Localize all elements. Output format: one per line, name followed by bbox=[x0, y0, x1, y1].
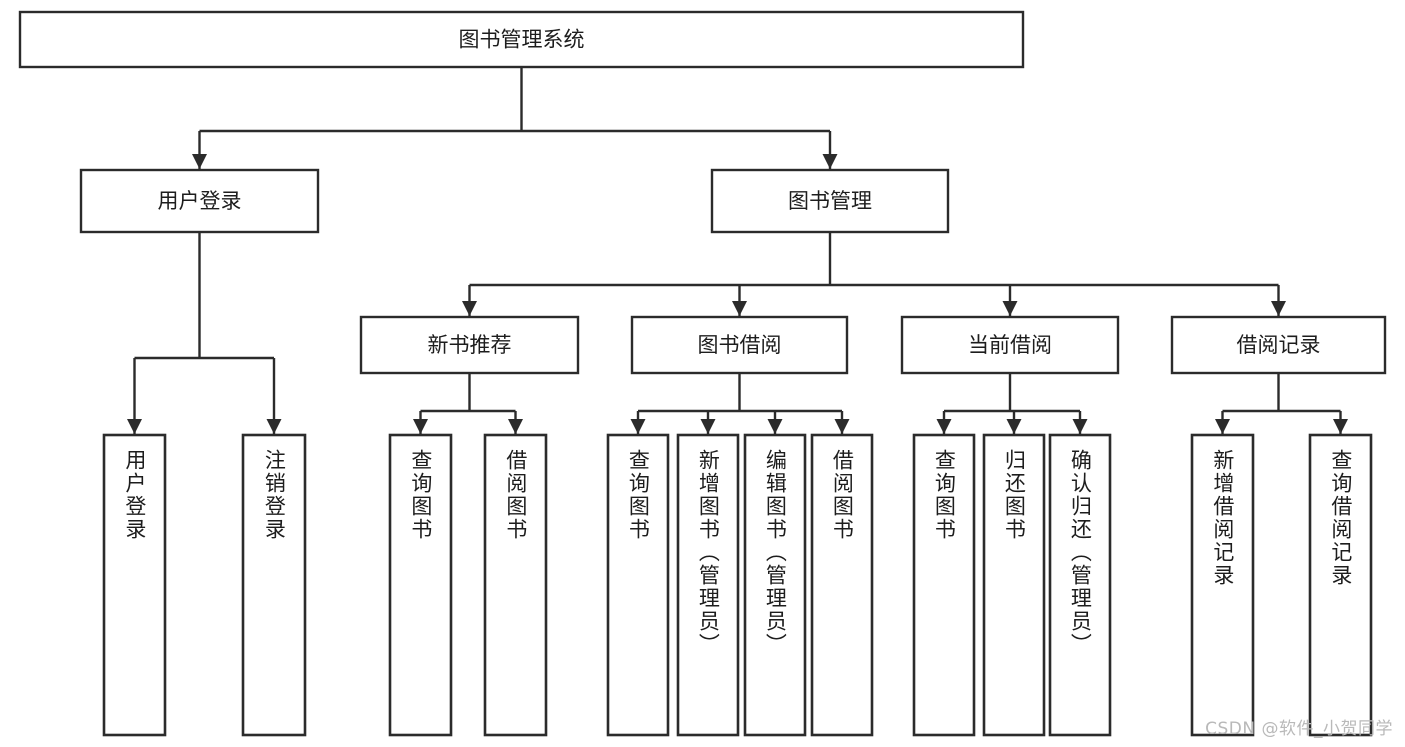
connector-group-new-book-rec bbox=[413, 373, 523, 434]
arrow-head-icon bbox=[1002, 301, 1018, 316]
node-box-leaf-query-book-1 bbox=[388, 433, 453, 737]
arrow-head-icon bbox=[1271, 301, 1286, 316]
node-box-leaf-borrow-book-2 bbox=[810, 433, 874, 737]
node-leaf-query-book-2[interactable] bbox=[606, 433, 670, 737]
arrow-head-icon bbox=[192, 154, 207, 169]
node-box-leaf-query-book-2 bbox=[606, 433, 670, 737]
node-box-book-borrow bbox=[630, 315, 849, 375]
connector-group-root bbox=[192, 67, 838, 169]
connector-group-user-login bbox=[127, 232, 282, 434]
arrow-head-icon bbox=[1215, 419, 1230, 434]
node-leaf-query-book-1[interactable] bbox=[388, 433, 453, 737]
node-label-user-login: 用户登录 bbox=[158, 189, 242, 213]
arrow-head-icon bbox=[462, 301, 477, 316]
connector-group-book-borrow bbox=[630, 373, 850, 434]
watermark-text: CSDN @软件_小贺同学 bbox=[1205, 719, 1393, 739]
arrow-head-icon bbox=[1333, 419, 1348, 434]
node-leaf-add-book[interactable] bbox=[676, 433, 740, 737]
node-box-book-manage bbox=[710, 168, 950, 234]
node-box-leaf-edit-book bbox=[743, 433, 807, 737]
arrow-head-icon bbox=[732, 301, 747, 316]
node-label-book-manage: 图书管理 bbox=[788, 189, 872, 213]
node-box-leaf-borrow-book-1 bbox=[483, 433, 548, 737]
connector-group-borrow-record bbox=[1215, 373, 1348, 434]
node-borrow-record[interactable]: 借阅记录 bbox=[1170, 315, 1387, 375]
arrow-head-icon bbox=[508, 419, 523, 434]
node-label-current-borrow: 当前借阅 bbox=[968, 333, 1052, 357]
node-box-leaf-query-record bbox=[1308, 433, 1373, 737]
node-box-leaf-user-login bbox=[102, 433, 167, 737]
node-leaf-edit-book[interactable] bbox=[743, 433, 807, 737]
arrow-head-icon bbox=[266, 419, 282, 434]
node-user-login[interactable]: 用户登录 bbox=[79, 168, 320, 234]
arrow-head-icon bbox=[630, 419, 646, 434]
node-book-manage[interactable]: 图书管理 bbox=[710, 168, 950, 234]
node-box-leaf-add-book bbox=[676, 433, 740, 737]
connector-group-book-manage bbox=[462, 232, 1286, 316]
node-box-leaf-confirm-return bbox=[1048, 433, 1112, 737]
connector-layer bbox=[127, 67, 1348, 434]
arrow-head-icon bbox=[1072, 419, 1088, 434]
node-box-leaf-add-record bbox=[1190, 433, 1255, 737]
node-label-new-book-rec: 新书推荐 bbox=[428, 333, 512, 357]
node-leaf-user-login[interactable] bbox=[102, 433, 167, 737]
node-leaf-add-record[interactable] bbox=[1190, 433, 1255, 737]
connector-group-current-borrow bbox=[936, 373, 1088, 434]
node-label-borrow-record: 借阅记录 bbox=[1237, 333, 1321, 357]
node-leaf-borrow-book-2[interactable] bbox=[810, 433, 874, 737]
node-leaf-borrow-book-1[interactable] bbox=[483, 433, 548, 737]
node-box-leaf-user-logout bbox=[241, 433, 307, 737]
node-leaf-return-book[interactable] bbox=[982, 433, 1046, 737]
node-label-book-borrow: 图书借阅 bbox=[698, 333, 782, 357]
arrow-head-icon bbox=[767, 419, 783, 434]
node-root[interactable]: 图书管理系统 bbox=[18, 10, 1025, 69]
arrow-head-icon bbox=[413, 419, 428, 434]
node-leaf-user-logout[interactable] bbox=[241, 433, 307, 737]
arrow-head-icon bbox=[700, 419, 716, 434]
arrow-head-icon bbox=[834, 419, 850, 434]
arrow-head-icon bbox=[822, 154, 838, 169]
arrow-head-icon bbox=[127, 419, 142, 434]
arrow-head-icon bbox=[936, 419, 952, 434]
node-box-user-login bbox=[79, 168, 320, 234]
node-label-root: 图书管理系统 bbox=[459, 28, 585, 52]
node-box-borrow-record bbox=[1170, 315, 1387, 375]
node-leaf-confirm-return[interactable] bbox=[1048, 433, 1112, 737]
node-current-borrow[interactable]: 当前借阅 bbox=[900, 315, 1120, 375]
node-leaf-query-record[interactable] bbox=[1308, 433, 1373, 737]
arrow-head-icon bbox=[1006, 419, 1022, 434]
node-box-leaf-return-book bbox=[982, 433, 1046, 737]
node-box-leaf-query-book-3 bbox=[912, 433, 976, 737]
node-box-new-book-rec bbox=[359, 315, 580, 375]
node-leaf-query-book-3[interactable] bbox=[912, 433, 976, 737]
node-book-borrow[interactable]: 图书借阅 bbox=[630, 315, 849, 375]
node-box-root bbox=[18, 10, 1025, 69]
node-box-current-borrow bbox=[900, 315, 1120, 375]
node-new-book-rec[interactable]: 新书推荐 bbox=[359, 315, 580, 375]
